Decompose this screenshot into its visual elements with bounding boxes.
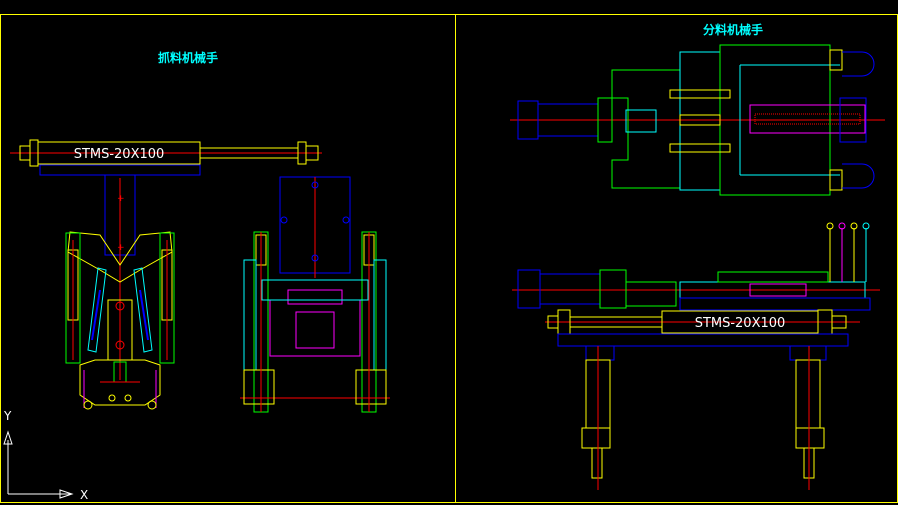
left-side-view [240,176,390,413]
ucs-x-label: X [80,488,88,502]
svg-text:+: + [117,194,125,204]
right-view-title: 分料机械手 [703,22,763,37]
ucs-icon [3,430,74,499]
left-gripper [65,231,175,410]
right-top-view [510,44,885,196]
right-front-view [512,222,880,311]
left-cylinder [10,139,322,176]
drawing-frame [0,14,898,503]
right-lower-cylinder [545,309,860,490]
right-cylinder-label: STMS-20X100 [695,316,786,331]
ucs-y-label: Y [3,409,12,423]
left-view-title: 抓料机械手 [158,50,218,65]
svg-text:+: + [117,243,125,253]
left-mount-plate: + + [104,174,136,380]
left-cylinder-label: STMS-20X100 [74,147,165,162]
